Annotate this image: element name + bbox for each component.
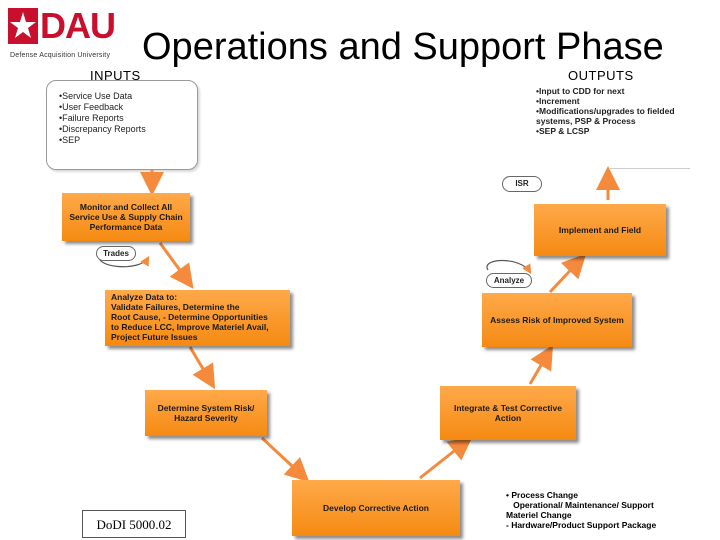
implement-box: Implement and Field [534, 204, 666, 256]
list-item: Input to CDD for next [536, 86, 696, 96]
inputs-heading: INPUTS [90, 68, 141, 83]
arrow-develop-to-integrate [419, 436, 473, 480]
develop-box: Develop Corrective Action [292, 480, 460, 536]
list-item: Increment [536, 96, 696, 106]
reference-label: DoDI 5000.02 [82, 510, 186, 538]
analyze-bubble: Analyze [486, 273, 532, 288]
isr-bubble: ISR [502, 176, 542, 192]
monitor-box: Monitor and Collect All Service Use & Su… [62, 193, 190, 241]
logo-mark: DAU [40, 5, 116, 46]
inputs-box: Service Use Data User Feedback Failure R… [46, 80, 198, 170]
note-line: Operational/ Maintenance/ Support [506, 500, 654, 510]
logo-subtitle: Defense Acquisition University [10, 52, 111, 59]
outputs-divider [610, 168, 690, 169]
analyze-cycle-arrow [486, 260, 532, 275]
arrow-risk-to-develop [260, 436, 310, 483]
analyze-line: Analyze Data to: [111, 292, 178, 302]
dau-logo: DAU Defense Acquisition University [8, 6, 128, 66]
analyze-line: to Reduce LCC, Improve Materiel Avail, [111, 322, 269, 332]
list-item: SEP [59, 135, 146, 146]
integrate-box: Integrate & Test Corrective Action [440, 386, 576, 440]
arrow-monitor-to-analyze [158, 242, 194, 289]
page-title: Operations and Support Phase [142, 26, 664, 68]
logo-star-icon [8, 8, 38, 44]
bottom-right-notes: • Process Change Operational/ Maintenanc… [506, 490, 706, 530]
list-item: Discrepancy Reports [59, 124, 146, 135]
list-item: User Feedback [59, 102, 146, 113]
arrow-analyze-to-risk [188, 346, 216, 390]
risk-box: Determine System Risk/ Hazard Severity [145, 390, 267, 436]
analyze-line: Root Cause, - Determine Opportunities [111, 312, 268, 322]
note-line: - Hardware/Product Support Package [506, 520, 657, 530]
trades-bubble: Trades [96, 246, 136, 261]
analyze-line: Project Future Issues [111, 332, 198, 342]
analyze-box: Analyze Data to: Validate Failures, Dete… [105, 290, 290, 346]
note-line: • Process Change [506, 490, 578, 500]
arrow-assess-to-implement [548, 253, 587, 294]
arrow-integrate-to-assess [528, 344, 554, 385]
list-item: Failure Reports [59, 113, 146, 124]
outputs-list: Input to CDD for next Increment Modifica… [536, 86, 696, 136]
list-item: Service Use Data [59, 91, 146, 102]
note-line: Materiel Change [506, 510, 572, 520]
inputs-list: Service Use Data User Feedback Failure R… [59, 91, 146, 146]
list-item: Modifications/upgrades to fielded system… [536, 106, 696, 126]
analyze-line: Validate Failures, Determine the [111, 302, 240, 312]
outputs-heading: OUTPUTS [568, 68, 634, 83]
list-item: SEP & LCSP [536, 126, 696, 136]
assess-box: Assess Risk of Improved System [482, 293, 632, 347]
